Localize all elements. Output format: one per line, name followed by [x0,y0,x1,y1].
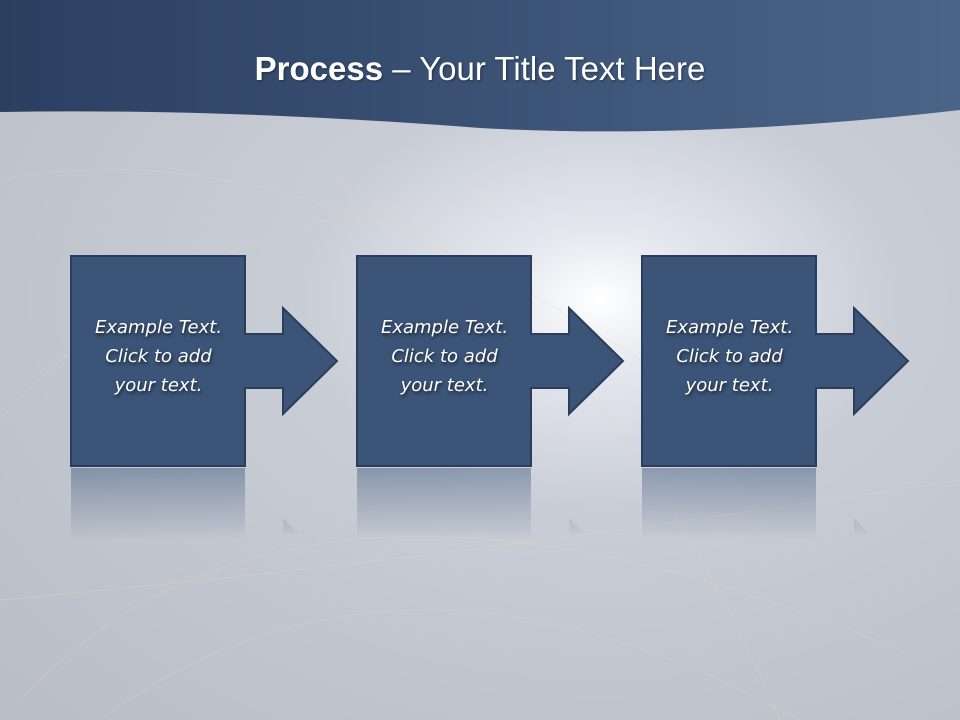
step-2-arrow-shape[interactable] [356,255,625,467]
step-reflection [357,468,585,540]
title-rest: – Your Title Text Here [383,50,706,87]
step-1-arrow-shape[interactable] [70,255,339,467]
step-3-arrow-shape[interactable] [641,255,910,467]
step-reflection [71,468,299,540]
step-line: Click to add [105,346,212,367]
slide-title[interactable]: Process – Your Title Text Here [0,50,960,88]
step-line: Example Text. [665,317,794,338]
step-line: Example Text. [380,317,509,338]
step-line: your text. [400,375,489,396]
step-line: Click to add [391,346,498,367]
step-3-text[interactable]: Example Text. Click to add your text. [642,313,817,400]
step-1-text[interactable]: Example Text. Click to add your text. [71,313,246,400]
step-reflection [642,468,870,540]
step-line: Click to add [676,346,783,367]
step-line: Example Text. [94,317,223,338]
step-line: your text. [685,375,774,396]
title-bold: Process [254,50,384,87]
step-2-text[interactable]: Example Text. Click to add your text. [357,313,532,400]
step-line: your text. [114,375,203,396]
header-band [0,0,960,132]
